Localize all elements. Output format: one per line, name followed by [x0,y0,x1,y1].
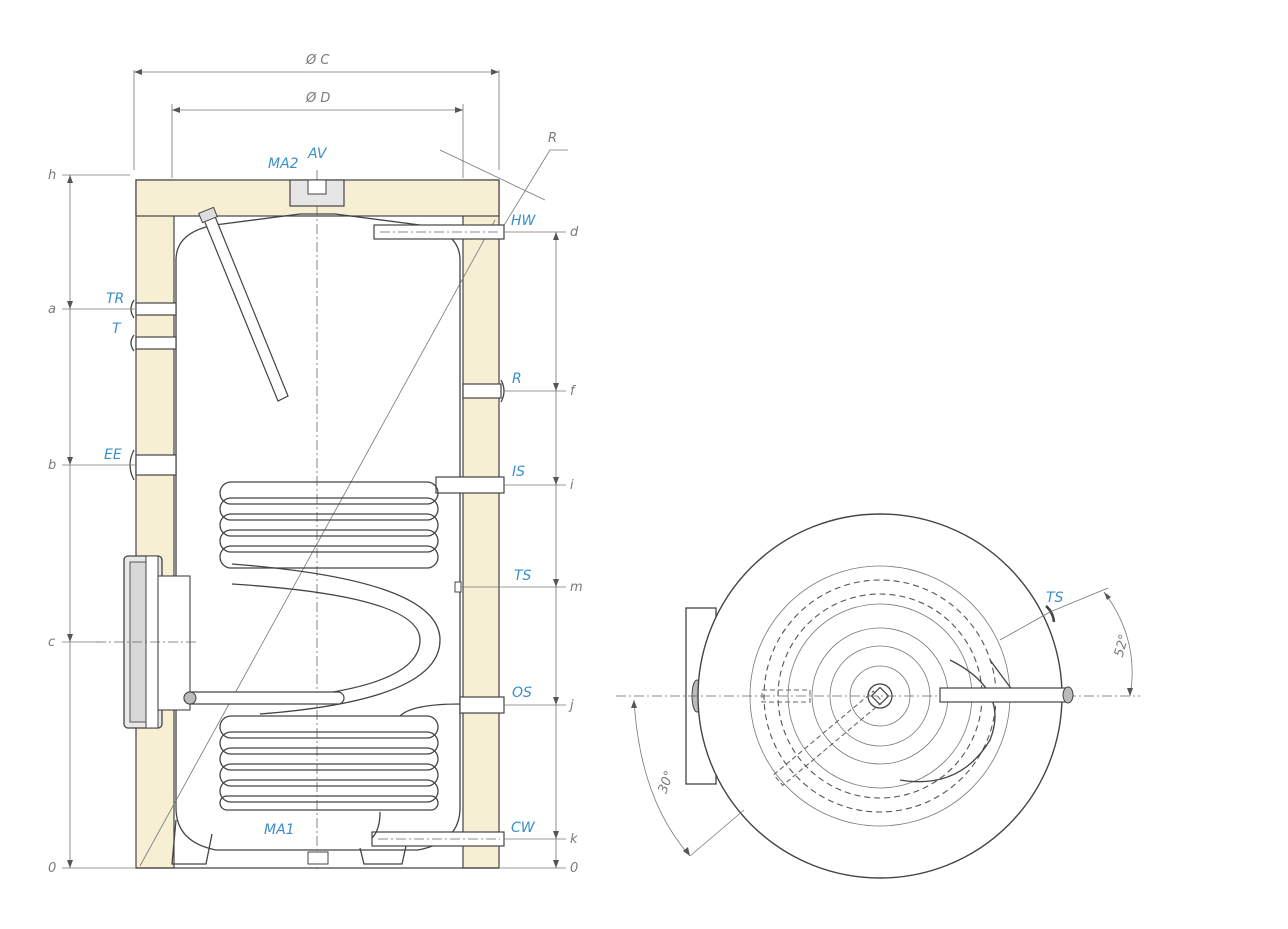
label-is: IS [512,464,525,480]
dim-left-b: b [48,458,56,473]
dim-right-f: f [570,384,577,399]
anode-rod [198,206,289,402]
label-ma2: MA2 [268,156,299,172]
top-label-ts: TS [1046,590,1064,606]
label-ma1: MA1 [264,822,295,838]
side-section-view: Ø C Ø D R MA2 [48,53,583,876]
heater-flange [96,555,345,729]
label-tr: TR [106,291,124,307]
coil-lower [219,703,461,839]
coil-upper [219,481,441,715]
tank-shell [175,213,461,851]
angle-heater: 30° [656,769,678,796]
right-ports: R IS TS OS CW [371,371,536,847]
top-port: MA2 AV [268,146,345,207]
angle-ts: 52° [1112,633,1132,659]
dim-right-0: 0 [570,861,578,876]
label-r: R [512,371,522,387]
top-view: TS 52° 30° [616,513,1140,879]
left-height-dimensions: h a b c 0 [48,168,136,876]
label-ee: EE [104,447,122,463]
dim-right-m: m [570,580,583,595]
tank-bottom: MA1 [136,819,499,869]
right-height-dimensions: d f i m j k 0 [461,225,583,876]
label-hw: HW [511,213,537,229]
dim-right-j: j [568,698,574,713]
diameter-dimensions: Ø C Ø D R [133,53,568,241]
dim-inner-diameter: Ø D [305,91,330,106]
dim-radius: R [548,131,557,146]
diagonal-line [139,219,496,867]
label-t: T [112,321,122,337]
label-os: OS [512,685,532,701]
hot-water-pipe: HW [373,213,537,240]
dim-left-c: c [48,635,55,650]
dim-outer-diameter: Ø C [305,53,330,68]
dim-right-d: d [570,225,579,240]
label-ts: TS [514,568,532,584]
insulation-jacket [135,179,500,869]
dim-left-a: a [48,302,56,317]
dim-left-0: 0 [48,861,56,876]
label-cw: CW [511,820,536,836]
label-av: AV [307,146,328,162]
left-ports: TR T EE [104,291,177,481]
dim-right-i: i [570,478,574,493]
dim-left-h: h [48,168,56,183]
dim-right-k: k [570,832,578,847]
